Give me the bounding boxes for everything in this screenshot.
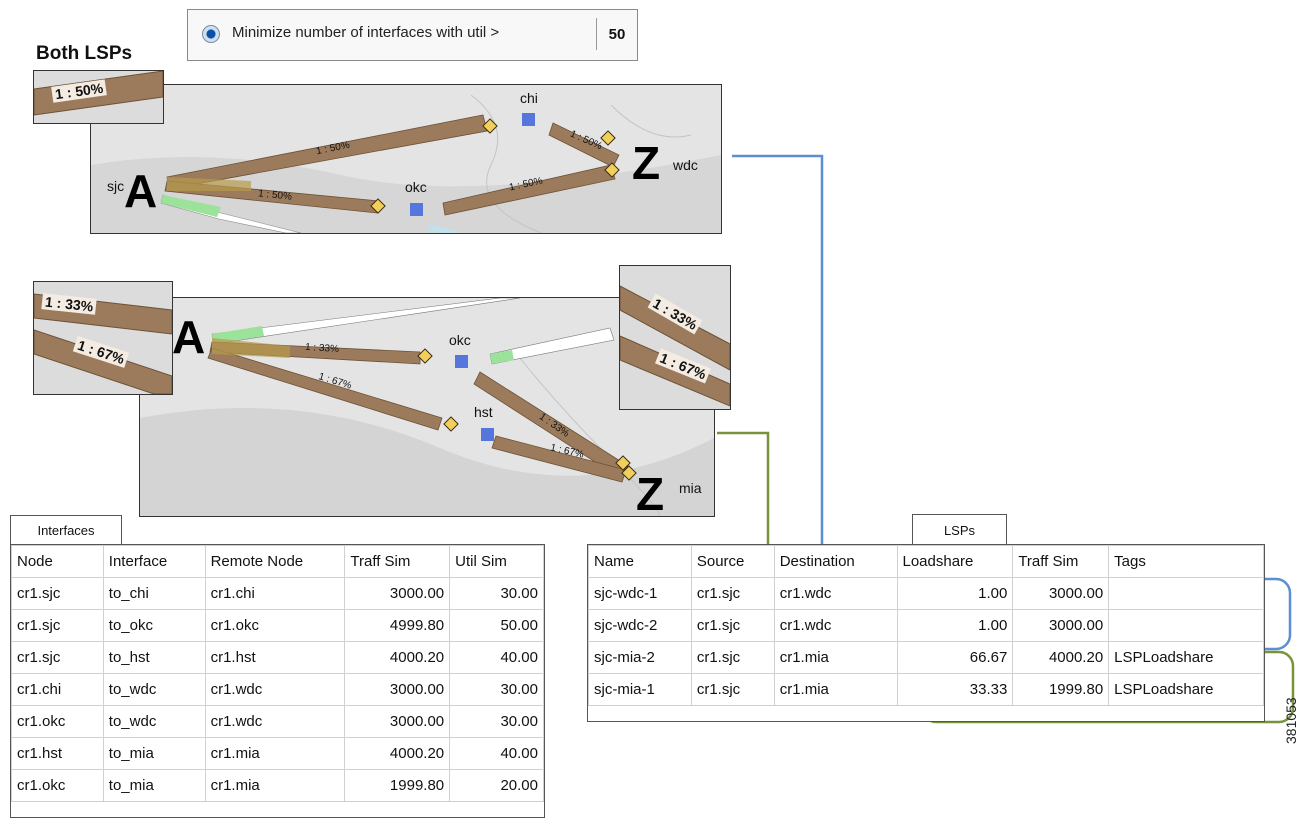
section-title: Both LSPs — [36, 43, 133, 64]
interfaces-table: Node Interface Remote Node Traff Sim Uti… — [10, 544, 545, 818]
figure-number: 381053 — [1283, 697, 1299, 744]
col-header[interactable]: Remote Node — [204, 545, 346, 578]
node-chi-marker — [522, 113, 535, 126]
util-threshold-field[interactable]: 50 — [596, 18, 637, 50]
lsps-table: Name Source Destination Loadshare Traff … — [587, 544, 1265, 722]
top-map-canvas — [91, 94, 721, 233]
bottom-right-inset: 1 : 33% 1 : 67% — [619, 265, 731, 410]
node-okc-label: okc — [449, 332, 471, 348]
endpoint-z: Z — [636, 468, 665, 517]
top-map: chi sjc okc wdc A Z 1 : 50% 1 : 50% 1 : … — [90, 84, 722, 234]
endpoint-z: Z — [632, 137, 661, 189]
col-header[interactable]: Node — [11, 545, 104, 578]
node-okc-marker — [410, 203, 423, 216]
node-wdc-label: wdc — [673, 157, 698, 173]
node-okc-label: okc — [405, 179, 427, 195]
col-header[interactable]: Traff Sim — [1012, 545, 1110, 578]
node-hst-label: hst — [474, 404, 493, 420]
node-hst-marker — [481, 428, 494, 441]
node-chi-label: chi — [520, 90, 538, 106]
node-sjc-label: sjc — [107, 178, 125, 194]
node-mia-label: mia — [679, 480, 702, 496]
top-inset: 1 : 50% — [33, 70, 164, 124]
col-header[interactable]: Util Sim — [449, 545, 544, 578]
bottom-left-inset: 1 : 33% 1 : 67% — [33, 281, 173, 395]
col-header[interactable]: Tags — [1108, 545, 1264, 578]
tab-interfaces[interactable]: Interfaces — [10, 515, 122, 545]
radio-button[interactable] — [202, 25, 220, 43]
optimization-option: Minimize number of interfaces with util … — [187, 9, 638, 61]
col-header[interactable]: Interface — [102, 545, 206, 578]
table-header-row: Name Source Destination Loadshare Traff … — [588, 545, 1264, 578]
col-header[interactable]: Loadshare — [896, 545, 1014, 578]
option-label: Minimize number of interfaces with util … — [232, 24, 500, 41]
col-header[interactable]: Source — [690, 545, 775, 578]
node-okc-marker — [455, 355, 468, 368]
endpoint-a: A — [124, 165, 158, 217]
bottom-map-canvas — [140, 298, 714, 516]
link-label: 1 : 33% — [304, 341, 340, 356]
endpoint-a: A — [172, 311, 206, 363]
tab-lsps[interactable]: LSPs — [912, 514, 1007, 545]
col-header[interactable]: Name — [588, 545, 692, 578]
table-header-row: Node Interface Remote Node Traff Sim Uti… — [11, 545, 544, 578]
col-header[interactable]: Destination — [773, 545, 898, 578]
col-header[interactable]: Traff Sim — [344, 545, 451, 578]
